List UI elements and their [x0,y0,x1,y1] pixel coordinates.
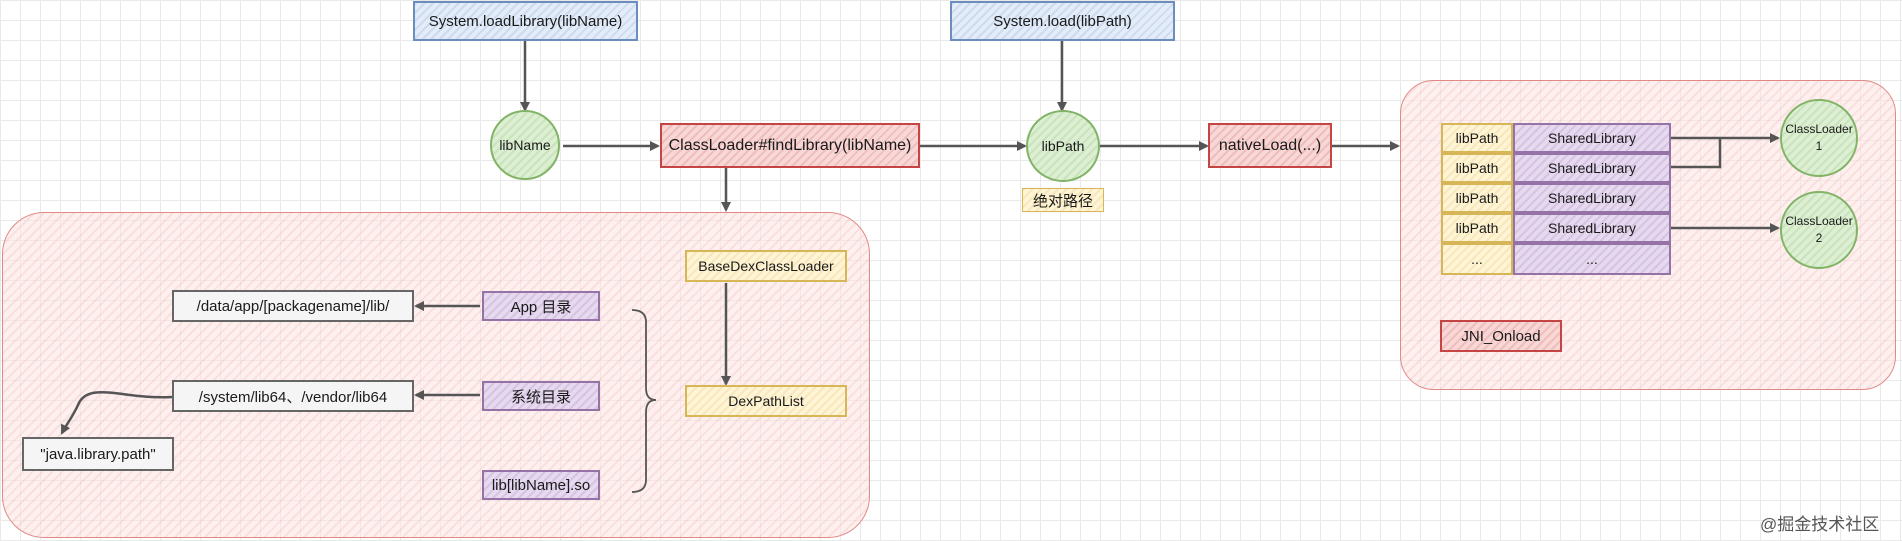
java-library-path-box: "java.library.path" [22,437,174,471]
load-box: System.load(libPath) [950,1,1175,41]
table-row-path: libPath [1441,123,1513,153]
brace [631,309,657,493]
connector-row2-merge [1671,138,1722,169]
dex-path-list-box: DexPathList [685,385,847,417]
classloader-1-label: ClassLoader [1785,122,1853,136]
table-row-lib: ... [1513,243,1671,275]
table-row-lib: SharedLibrary [1513,123,1671,153]
table-row-path: ... [1441,243,1513,275]
system-dir-label: 系统目录 [482,381,600,411]
classloader-2-label: ClassLoader [1785,214,1853,228]
libpath-node: libPath [1026,110,1100,182]
table-row-path: libPath [1441,213,1513,243]
jni-onload-box: JNI_Onload [1440,320,1562,352]
find-library-box: ClassLoader#findLibrary(libName) [660,123,920,168]
table-row-lib: SharedLibrary [1513,153,1671,183]
load-library-box: System.loadLibrary(libName) [413,1,638,41]
table-row-path: libPath [1441,183,1513,213]
classloader-1-index: 1 [1815,139,1823,153]
system-lib-path: /system/lib64、/vendor/lib64 [172,380,414,412]
classloader-2-node: ClassLoader 2 [1780,191,1858,269]
classloader-2-index: 2 [1815,231,1823,245]
classloader-1-node: ClassLoader 1 [1780,99,1858,177]
watermark: @掘金技术社区 [1760,515,1880,534]
table-row-lib: SharedLibrary [1513,213,1671,243]
arrow-system-to-javalibpath [60,391,173,435]
table-row-path: libPath [1441,153,1513,183]
libname-node: libName [490,110,560,180]
native-load-box: nativeLoad(...) [1208,123,1332,168]
app-dir-label: App 目录 [482,291,600,321]
app-lib-path: /data/app/[packagename]/lib/ [172,290,414,322]
base-dex-classloader-box: BaseDexClassLoader [685,250,847,282]
absolute-path-label: 绝对路径 [1022,188,1104,212]
lib-so-label: lib[libName].so [482,470,600,500]
table-row-lib: SharedLibrary [1513,183,1671,213]
